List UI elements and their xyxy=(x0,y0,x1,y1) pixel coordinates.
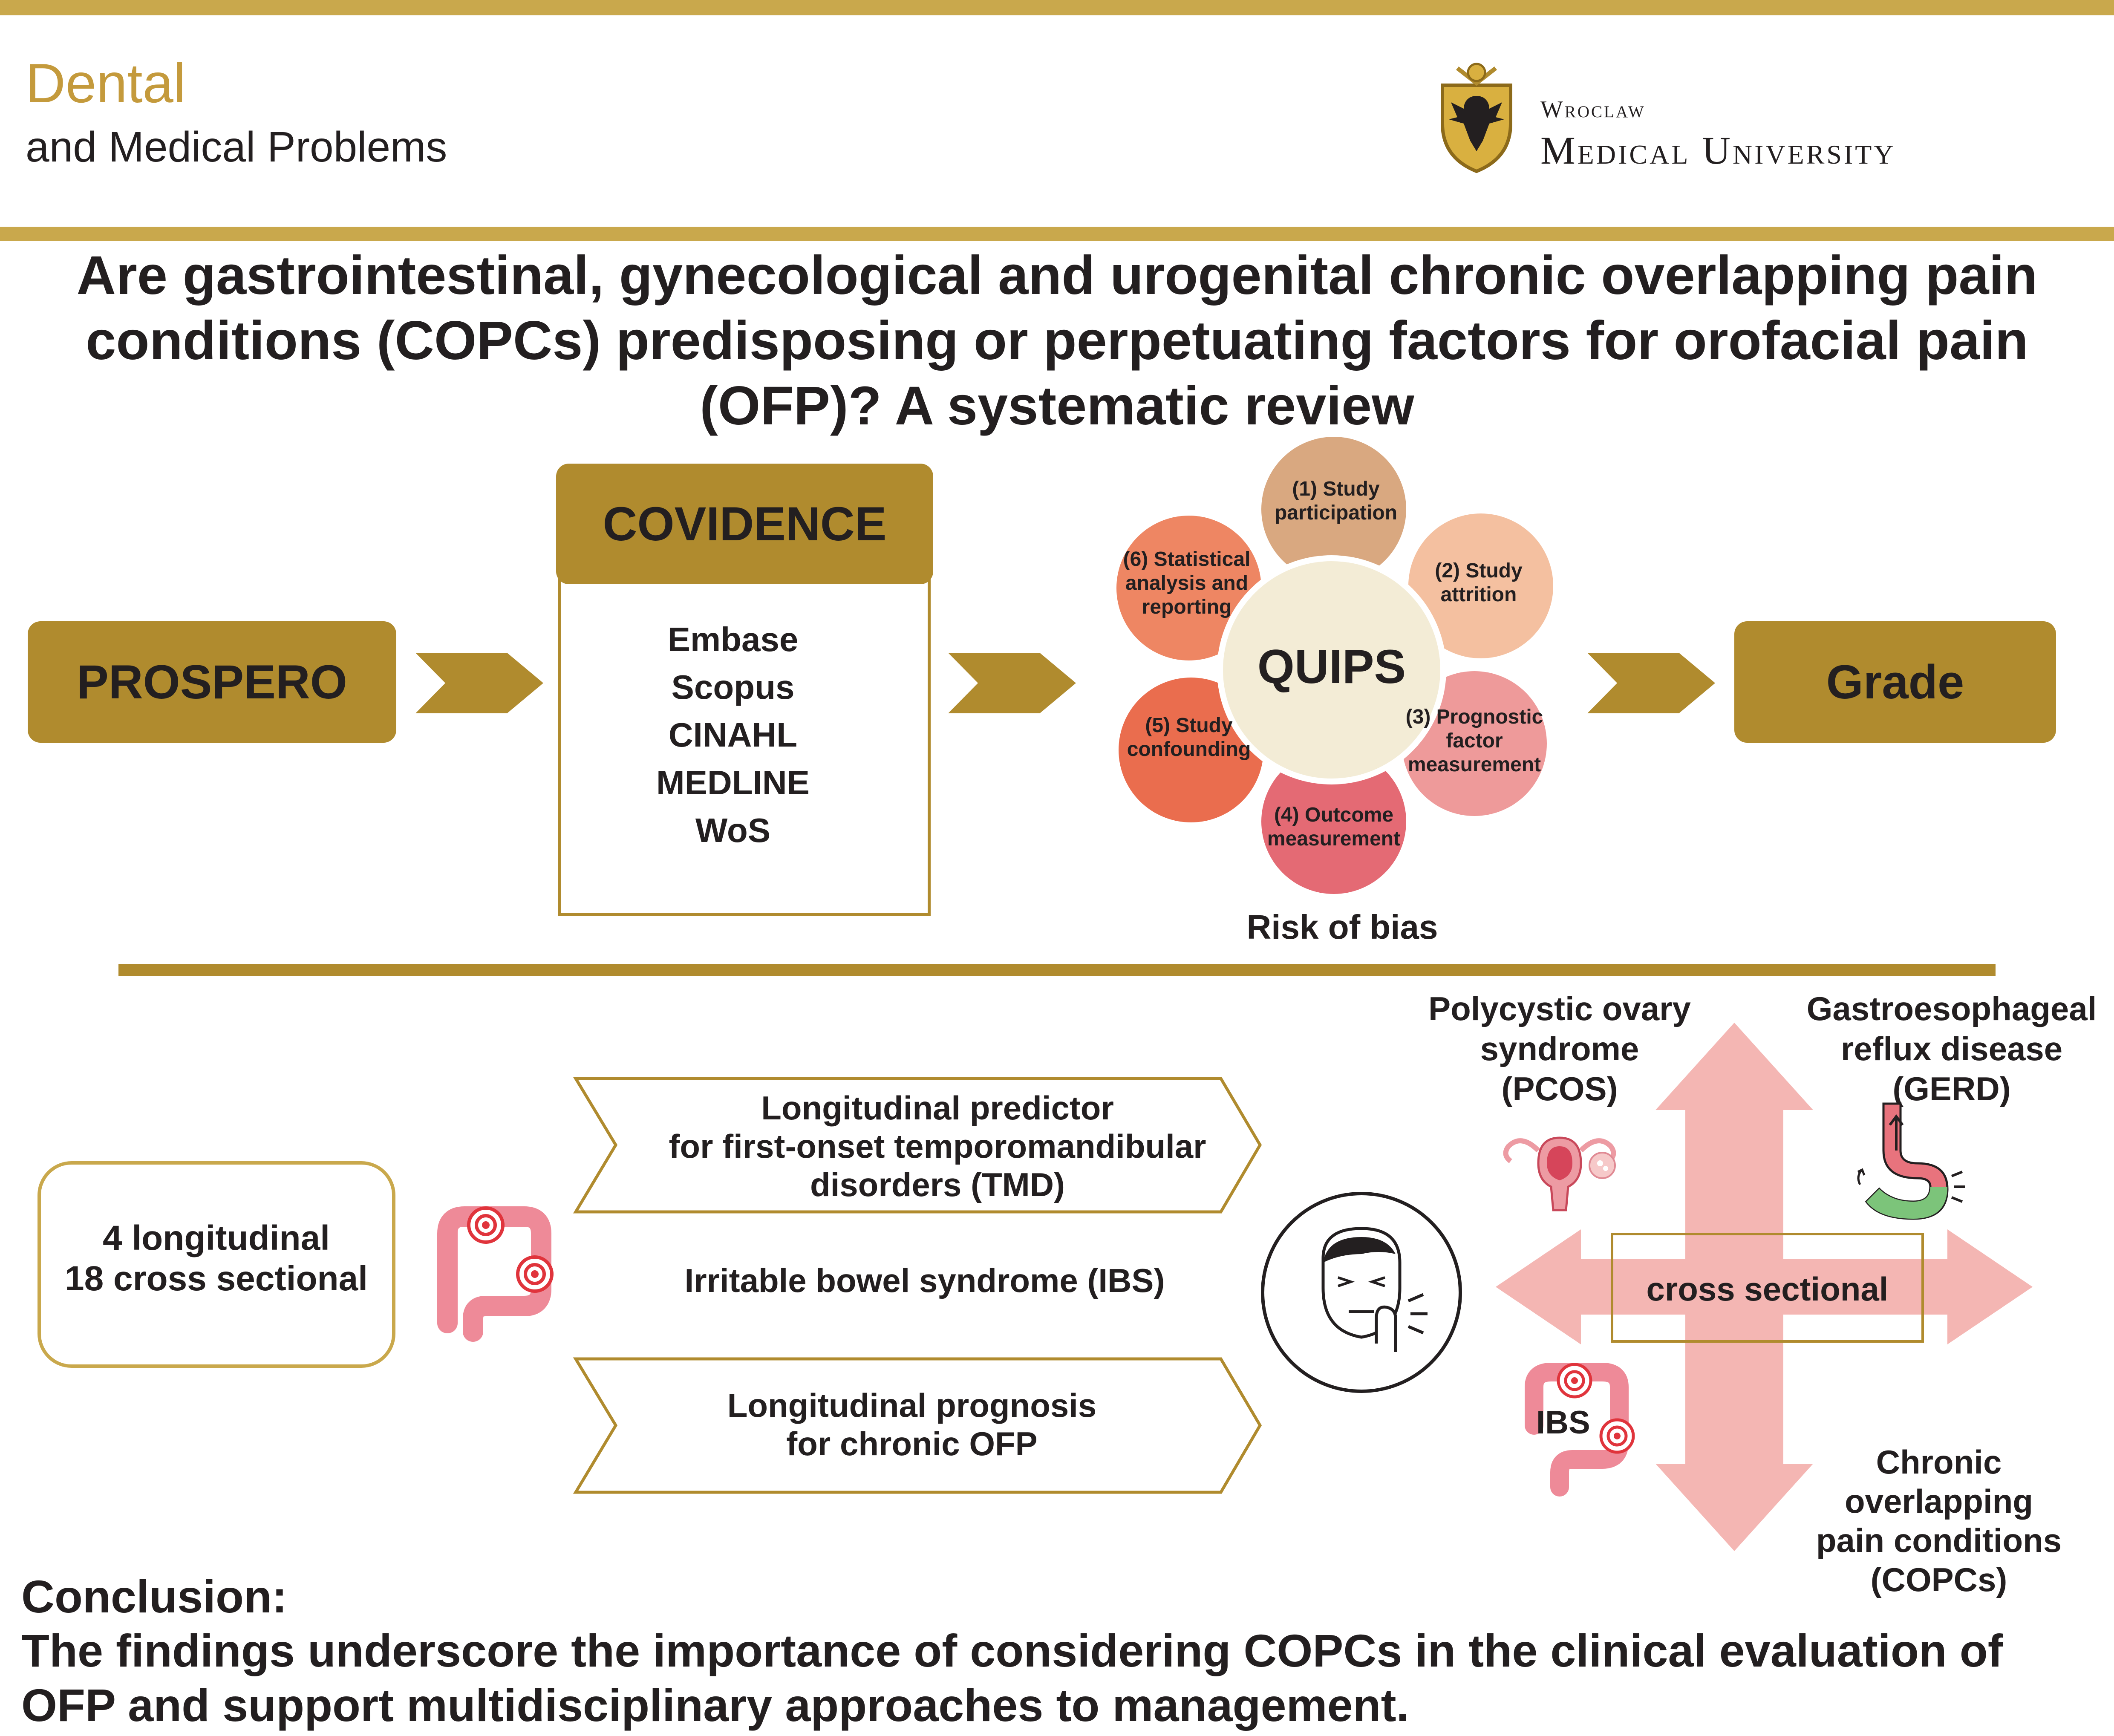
petal-label-6: (6) Statistical analysis and reporting xyxy=(1123,548,1251,618)
database-list: Embase Scopus CINAHL MEDLINE WoS xyxy=(562,616,903,854)
section-divider-bar xyxy=(118,964,1996,976)
copcs-line3: pain conditions xyxy=(1816,1522,2062,1559)
longitudinal-count: 4 longitudinal xyxy=(103,1219,330,1257)
cross-sectional-label: cross sectional xyxy=(1646,1270,1889,1308)
copcs-line1: Chronic xyxy=(1876,1443,2002,1481)
gerd-line2: reflux disease xyxy=(1840,1030,2063,1067)
prognosis-line2: for chronic OFP xyxy=(786,1425,1038,1462)
top-gold-bar xyxy=(0,0,2114,15)
predictor-text: Longitudinal predictor for first-onset t… xyxy=(618,1089,1257,1204)
covidence-header: COVIDENCE xyxy=(556,464,933,584)
ibs-finding-text: Irritable bowel syndrome (IBS) xyxy=(684,1262,1165,1299)
uterus-icon xyxy=(1503,1136,1616,1211)
database-medline: MEDLINE xyxy=(656,764,810,802)
petal-study-participation xyxy=(1261,437,1406,582)
prognosis-text: Longitudinal prognosis for chronic OFP xyxy=(618,1386,1206,1463)
database-scopus: Scopus xyxy=(671,668,795,706)
cross-sectional-box xyxy=(1611,1233,1924,1343)
study-count-text: 4 longitudinal 18 cross sectional xyxy=(43,1218,390,1299)
conclusion-heading: Conclusion: xyxy=(21,1571,287,1622)
petal-label-3: (3) Prognostic factor measurement xyxy=(1405,706,1543,776)
chevron-arrow-3 xyxy=(1587,653,1715,713)
university-name-line2: Medical University xyxy=(1540,129,1896,172)
pcos-line3: (PCOS) xyxy=(1501,1070,1618,1107)
prospero-label: PROSPERO xyxy=(77,655,347,709)
database-cinahl: CINAHL xyxy=(668,716,798,754)
review-title: Are gastrointestinal, gynecological and … xyxy=(76,245,2038,436)
petal-study-attrition xyxy=(1408,513,1553,658)
gerd-label: Gastroesophageal reflux disease (GERD) xyxy=(1781,989,2114,1109)
petal-label-5: (5) Study confounding xyxy=(1127,714,1251,761)
conclusion-text: The findings underscore the importance o… xyxy=(21,1625,2003,1731)
grade-label: Grade xyxy=(1826,655,1964,709)
pcos-line2: syndrome xyxy=(1480,1030,1639,1067)
gerd-line3: (GERD) xyxy=(1892,1070,2011,1107)
gerd-line1: Gastroesophageal xyxy=(1806,990,2097,1027)
quips-label: QUIPS xyxy=(1257,640,1406,693)
predictor-line3: disorders (TMD) xyxy=(810,1166,1065,1203)
cross-sectional-count: 18 cross sectional xyxy=(64,1259,368,1298)
covidence-label: COVIDENCE xyxy=(603,497,887,551)
ibs-label: IBS xyxy=(1536,1404,1590,1441)
grade-box: Grade xyxy=(1734,621,2056,743)
prospero-box: PROSPERO xyxy=(28,621,396,743)
petal-label-2: (2) Study attrition xyxy=(1435,559,1523,606)
copcs-label: Chronic overlapping pain conditions (COP… xyxy=(1790,1442,2088,1599)
petal-label-4: (4) Outcome measurement xyxy=(1267,804,1401,850)
copcs-line4: (COPCs) xyxy=(1870,1561,2007,1598)
chevron-arrow-1 xyxy=(415,653,543,713)
study-count-box xyxy=(37,1161,395,1368)
journal-title-line2: and Medical Problems xyxy=(26,123,447,171)
stomach-reflux-icon xyxy=(1857,1102,1965,1220)
risk-of-bias-label: Risk of bias xyxy=(1246,908,1438,946)
prognosis-line1: Longitudinal prognosis xyxy=(727,1387,1097,1424)
quips-flower-diagram xyxy=(1116,437,1553,894)
petal-label-1: (1) Study participation xyxy=(1274,478,1398,524)
journal-title-line1: Dental xyxy=(26,52,186,114)
chevron-arrow-2 xyxy=(948,653,1076,713)
pcos-label: Polycystic ovary syndrome (PCOS) xyxy=(1406,989,1713,1109)
quips-center-circle xyxy=(1217,555,1446,784)
copcs-line2: overlapping xyxy=(1844,1482,2033,1520)
orofacial-pain-face-icon xyxy=(1261,1192,1462,1393)
predictor-line1: Longitudinal predictor xyxy=(761,1089,1114,1127)
prognosis-pentagon xyxy=(573,1357,1262,1494)
pcos-line1: Polycystic ovary xyxy=(1428,990,1691,1027)
predictor-line2: for first-onset temporomandibular xyxy=(669,1128,1206,1165)
university-crest-icon xyxy=(1432,60,1521,175)
petal-outcome-measurement xyxy=(1261,749,1406,894)
colon-ibs-icon xyxy=(1525,1363,1635,1497)
petal-statistical-analysis xyxy=(1116,516,1261,660)
colon-icon xyxy=(437,1206,554,1342)
database-wos: WoS xyxy=(695,811,771,849)
predictor-pentagon xyxy=(573,1077,1262,1214)
database-embase: Embase xyxy=(667,620,799,658)
university-name-line1: Wroclaw xyxy=(1540,96,1646,123)
header-divider-bar xyxy=(0,227,2114,241)
cross-arrows xyxy=(1496,1023,2033,1551)
